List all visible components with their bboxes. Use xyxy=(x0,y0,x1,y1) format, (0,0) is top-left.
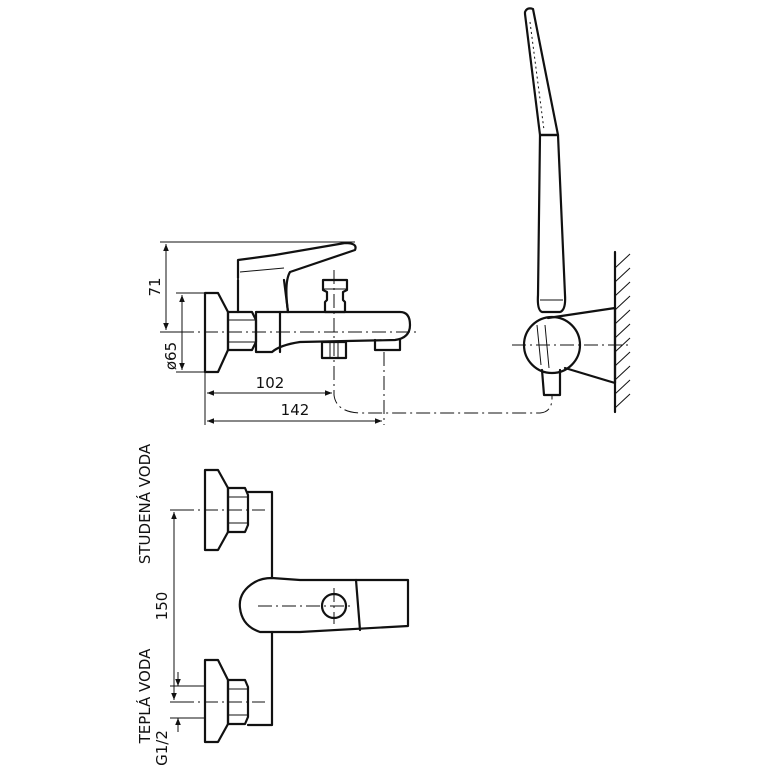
cartridge-housing xyxy=(236,278,290,314)
hose-centerline xyxy=(333,366,553,414)
hatch-line xyxy=(614,309,631,325)
hatch-line xyxy=(614,337,631,353)
hatch-line xyxy=(614,351,631,367)
front-body xyxy=(246,490,274,727)
hot-water-label: TEPLÁ VODA xyxy=(135,648,154,745)
side-view: 71 ø65 102 142 xyxy=(146,241,553,425)
hatch-line xyxy=(614,393,631,409)
dim-65-label: ø65 xyxy=(162,342,180,370)
diverter-knob xyxy=(321,278,349,314)
hatch-line xyxy=(614,323,631,339)
connector-nut xyxy=(226,310,258,352)
bottom-nut xyxy=(226,678,250,726)
shower-handle xyxy=(536,133,567,314)
lever-tip-line xyxy=(354,578,362,632)
hatch-line xyxy=(614,379,631,395)
wall-holder xyxy=(512,250,631,414)
front-lever xyxy=(238,576,410,634)
bottom-flange xyxy=(203,658,230,744)
lever-line xyxy=(239,267,285,273)
shower-hose-lower xyxy=(540,368,562,397)
hatch-line xyxy=(614,295,631,311)
hatch-line xyxy=(614,267,631,283)
hatch-line xyxy=(614,365,631,381)
dim-102-label: 102 xyxy=(256,374,285,392)
dim-71-label: 71 xyxy=(146,277,164,296)
dim-g12-label: G1/2 xyxy=(153,730,171,766)
shower-head xyxy=(523,7,560,137)
dim-142-label: 142 xyxy=(281,401,310,419)
hatch-line xyxy=(614,253,631,269)
front-view: 150 G1/2 STUDENÁ VODA TEPLÁ VODA xyxy=(135,443,410,766)
dim-150-label: 150 xyxy=(153,592,171,621)
hand-shower xyxy=(523,7,567,397)
top-nut xyxy=(226,486,250,534)
spout-aerator xyxy=(373,338,402,352)
ball-clip xyxy=(536,324,550,369)
lever-handle xyxy=(236,241,357,314)
cold-water-label: STUDENÁ VODA xyxy=(135,443,154,564)
hatch-line xyxy=(614,281,631,297)
shower-nozzles xyxy=(529,21,545,131)
wall-hatching xyxy=(614,253,631,409)
